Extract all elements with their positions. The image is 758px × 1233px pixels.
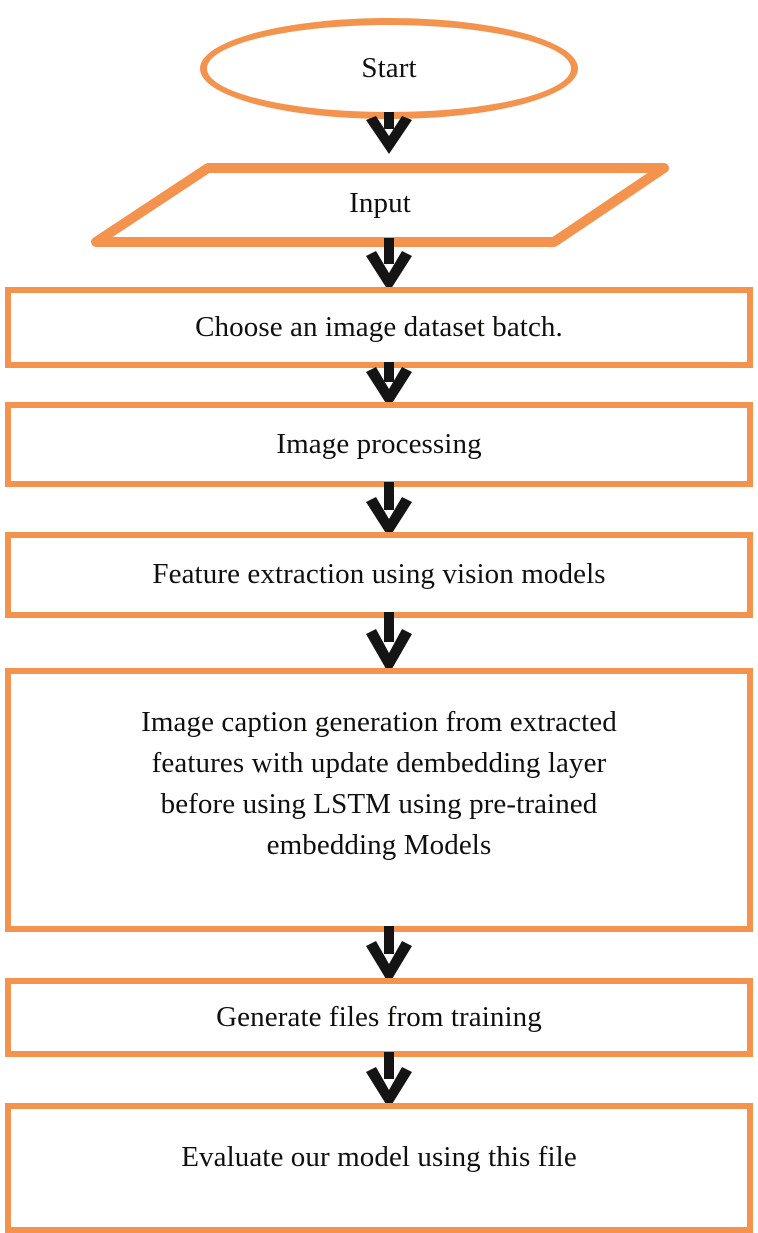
connector-feature-extraction-to-caption-generation	[362, 612, 416, 674]
node-start-shape	[200, 18, 578, 119]
connector-start-to-input	[362, 112, 416, 154]
down-arrow-icon	[366, 238, 412, 292]
down-arrow-icon	[366, 1052, 412, 1109]
node-image-processing-shape	[5, 402, 753, 487]
down-arrow-icon	[366, 112, 412, 154]
connector-input-to-choose-batch	[362, 238, 416, 292]
connector-image-processing-to-feature-extraction	[362, 482, 416, 538]
down-arrow-icon	[366, 482, 412, 538]
node-feature-extraction-shape	[5, 532, 753, 618]
connector-choose-batch-to-image-processing	[362, 362, 416, 408]
parallelogram-icon	[91, 163, 669, 247]
node-caption-generation-shape	[5, 668, 753, 932]
node-evaluate-model-shape	[5, 1103, 753, 1233]
down-arrow-icon	[366, 362, 412, 408]
connector-caption-generation-to-generate-files	[362, 926, 416, 984]
down-arrow-icon	[366, 612, 412, 674]
node-input-shape	[70, 160, 690, 250]
connector-generate-files-to-evaluate-model	[362, 1052, 416, 1109]
node-choose-batch-shape	[5, 287, 753, 368]
node-generate-files-shape	[5, 978, 753, 1057]
down-arrow-icon	[366, 926, 412, 984]
